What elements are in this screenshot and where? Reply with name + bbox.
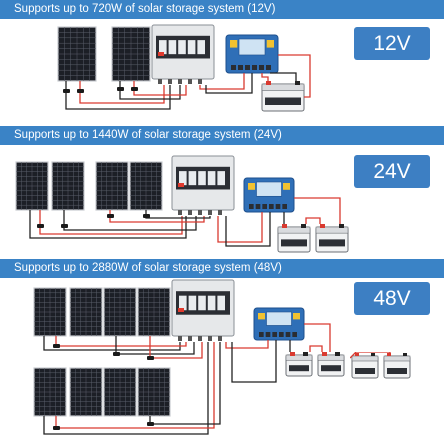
mc4-connector-icon [53, 344, 60, 348]
wire-positive [309, 345, 323, 352]
solar-panel-icon [137, 367, 171, 417]
voltage-badge-12v: 12V [354, 27, 430, 60]
wire-positive [39, 210, 183, 235]
wiring-diagram-12v [57, 24, 311, 112]
wire-positive [79, 81, 165, 104]
wire-positive [225, 340, 269, 349]
battery-icon [277, 224, 311, 253]
battery-icon [351, 353, 379, 379]
mc4-connector-icon [131, 87, 138, 91]
combiner-box-icon [151, 24, 215, 84]
solar-panel-icon [95, 161, 129, 211]
solar-panel-icon [103, 287, 137, 337]
battery-icon [315, 224, 349, 253]
wire-negative [63, 210, 197, 231]
battery-icon [317, 352, 345, 377]
wire-negative [43, 336, 181, 351]
voltage-badge-48v: 48V [354, 282, 430, 315]
solar-panel-icon [51, 161, 85, 211]
wire-positive [261, 73, 269, 81]
solar-panel-icon [15, 161, 49, 211]
mc4-connector-icon [147, 356, 154, 360]
wire-positive [217, 212, 263, 243]
wire-negative [65, 81, 171, 110]
wire-positive [278, 54, 311, 98]
section-2-heading: Supports up to 1440W of solar storage sy… [0, 126, 444, 145]
mc4-connector-icon [107, 214, 114, 218]
combiner-box-icon [171, 155, 235, 215]
battery-icon [383, 353, 411, 379]
wire-negative [205, 73, 253, 94]
section-1-heading: Supports up to 720W of solar storage sys… [0, 0, 444, 19]
solar-panel-icon [129, 161, 163, 211]
section-3-heading: Supports up to 2880W of solar storage sy… [0, 259, 444, 278]
wire-positive [350, 352, 391, 359]
battery-icon [285, 352, 313, 377]
voltage-badge-24v: 24V [354, 155, 430, 188]
solar-panel-icon [111, 26, 151, 82]
wiring-diagram-48v [33, 279, 345, 435]
battery-bank-48v-extra [350, 352, 411, 379]
wiring-diagram-24v [15, 155, 349, 253]
wire-negative [43, 342, 209, 435]
mc4-connector-icon [37, 224, 44, 228]
wire-negative [115, 336, 195, 355]
solar-panel-icon [33, 287, 67, 337]
mc4-connector-icon [147, 422, 154, 426]
mc4-connector-icon [53, 426, 60, 430]
solar-panel-icon [69, 367, 103, 417]
charge-controller-icon [225, 34, 279, 74]
wire-positive [199, 73, 245, 90]
solar-panel-icon [103, 367, 137, 417]
mc4-connector-icon [77, 89, 84, 93]
wire-negative [29, 210, 187, 239]
wire-positive [55, 336, 187, 347]
solar-panel-icon [69, 287, 103, 337]
mc4-connector-icon [63, 89, 70, 93]
mc4-connector-icon [61, 224, 68, 228]
solar-panel-icon [33, 367, 67, 417]
combiner-box-icon [171, 279, 235, 341]
charge-controller-icon [253, 307, 305, 341]
mc4-connector-icon [113, 352, 120, 356]
wire-negative [231, 340, 277, 383]
battery-icon [261, 81, 305, 112]
mc4-connector-icon [143, 214, 150, 218]
solar-panel-icon [137, 287, 171, 337]
wire-negative [270, 72, 297, 81]
wire-positive [55, 342, 215, 429]
wire-positive [304, 323, 331, 352]
wire-negative [225, 212, 271, 247]
charge-controller-icon [243, 177, 295, 213]
wire-positive [149, 336, 203, 359]
mc4-connector-icon [117, 87, 124, 91]
wire-positive [305, 217, 321, 224]
solar-panel-icon [57, 26, 97, 82]
wire-positive [294, 197, 341, 224]
wire-negative [149, 342, 221, 425]
